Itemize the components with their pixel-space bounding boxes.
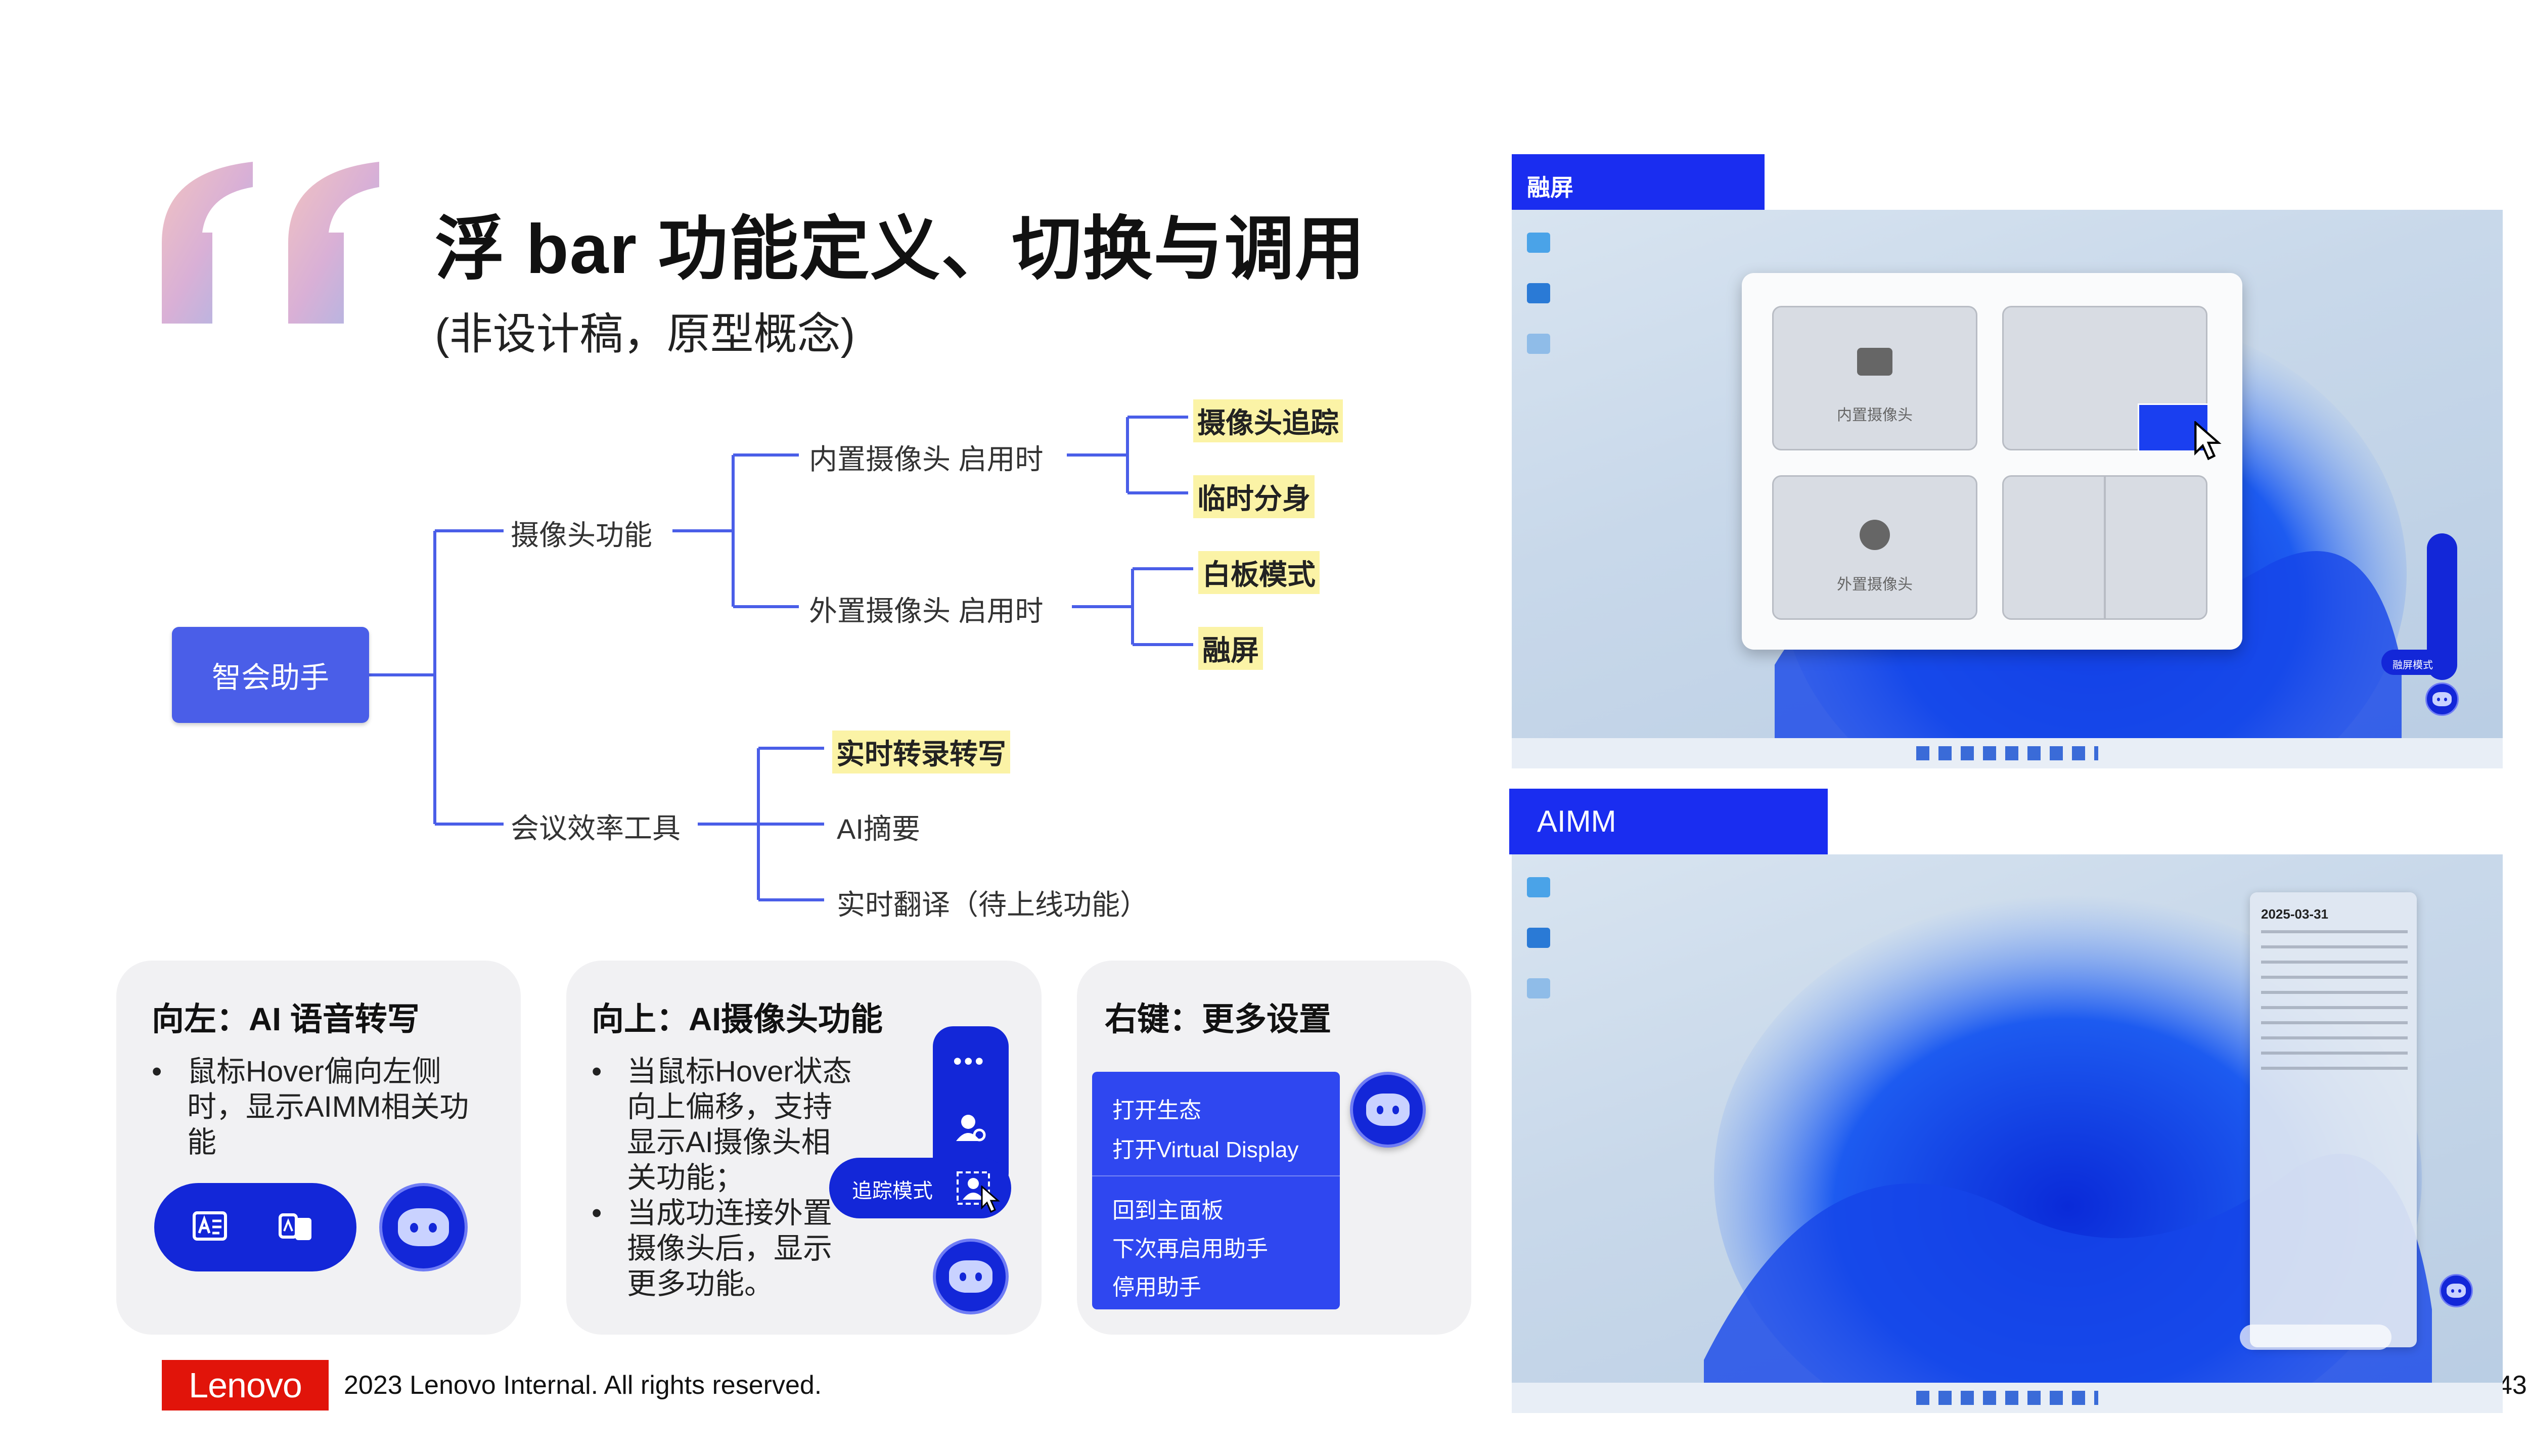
card-left-bullet: 鼠标Hover偏向左侧时，显示AIMM相关功能: [152, 1054, 495, 1160]
transcript-notes-panel: 2025-03-31: [2250, 892, 2417, 1347]
assistant-bot-button-right[interactable]: [1350, 1072, 1426, 1148]
card-swipe-up: 向上：AI摄像头功能 当鼠标Hover状态向上偏移，支持显示AI摄像头相关功能；…: [566, 961, 1042, 1335]
card-up-bullet-2: 当成功连接外置摄像头后，显示更多功能。: [592, 1196, 854, 1302]
screen-tag-blend: 融屏: [1512, 154, 1765, 210]
desktop-icon[interactable]: [1527, 233, 1550, 253]
card-right-title: 右键：更多设置: [1105, 1001, 1331, 1037]
menu-item-disable-assistant[interactable]: 停用助手: [1112, 1275, 1201, 1300]
card-up-bullet-1: 当鼠标Hover状态向上偏移，支持显示AI摄像头相关功能；: [592, 1054, 854, 1196]
tile-internal-camera-label: 内置摄像头: [1837, 407, 1913, 424]
robot-face-icon: [949, 1260, 992, 1293]
screenshot-blend-screen: 内置摄像头 外置摄像头 融屏模式: [1512, 210, 2503, 768]
screen-tag-aimm: AIMM: [1509, 789, 1828, 854]
robot-face-icon: [2447, 1284, 2466, 1298]
tracking-mode-label: 追踪模式: [852, 1180, 933, 1202]
translate-icon[interactable]: [278, 1211, 313, 1244]
blend-mode-chip-label: 融屏模式: [2392, 660, 2433, 671]
notes-toolbar[interactable]: [2240, 1325, 2391, 1350]
menu-item-open-ecosystem[interactable]: 打开生态: [1112, 1098, 1201, 1123]
mindmap-leaf-whiteboard: 白板模式: [1198, 551, 1320, 594]
menu-item-main-panel[interactable]: 回到主面板: [1112, 1198, 1224, 1223]
mindmap-root-node: 智会助手: [172, 627, 369, 723]
mindmap-connectors: [369, 416, 1193, 901]
quote-mark-icon: [162, 162, 379, 324]
tile-external-camera-label: 外置摄像头: [1837, 576, 1913, 593]
screen-tag-aimm-label: AIMM: [1537, 804, 1616, 838]
camera-user-icon[interactable]: [953, 1110, 988, 1145]
context-menu: 打开生态 打开Virtual Display 回到主面板 下次再启用助手 停用助…: [1092, 1072, 1340, 1309]
robot-face-icon: [397, 1208, 449, 1246]
recycle-bin-icon[interactable]: [1527, 978, 1550, 998]
mindmap-leaf-ai-summary: AI摘要: [837, 813, 920, 845]
assistant-bot-button-up[interactable]: [933, 1239, 1009, 1314]
mindmap-leaf-camera-tracking: 摄像头追踪: [1193, 399, 1343, 442]
more-icon[interactable]: •••: [953, 1047, 986, 1075]
mindmap-node-external-camera: 外置摄像头 启用时: [802, 588, 1051, 629]
taskbar: [1512, 1383, 2503, 1413]
mindmap-node-camera: 摄像头功能: [504, 513, 659, 554]
tile-split-layout[interactable]: [2002, 475, 2207, 620]
webcam-icon: [1860, 520, 1890, 550]
tile-external-camera[interactable]: 外置摄像头: [1772, 475, 1977, 620]
text-transcribe-icon[interactable]: [192, 1211, 228, 1244]
robot-face-icon: [2432, 692, 2452, 706]
tracking-mode-chip[interactable]: 追踪模式: [829, 1158, 1011, 1218]
screen-tag-blend-label: 融屏: [1527, 174, 1573, 201]
recycle-bin-icon[interactable]: [1527, 334, 1550, 354]
mindmap-leaf-translation: 实时翻译（待上线功能）: [837, 889, 1148, 921]
tile-internal-camera[interactable]: 内置摄像头: [1772, 306, 1977, 450]
taskbar-app-icons[interactable]: [1916, 1391, 2098, 1405]
taskbar: [1512, 738, 2503, 768]
page-title: 浮 bar 功能定义、切换与调用: [435, 210, 1366, 288]
mindmap: 智会助手 摄像头功能 内置摄像头 启用时 外置摄像头 启用时 摄像头追踪 临时分…: [167, 394, 1431, 940]
assistant-bot-button[interactable]: [379, 1183, 468, 1271]
voice-float-bar[interactable]: [154, 1183, 356, 1271]
copyright-text: 2023 Lenovo Internal. All rights reserve…: [344, 1371, 822, 1400]
menu-item-open-virtual-display[interactable]: 打开Virtual Display: [1112, 1138, 1299, 1162]
desktop-icon[interactable]: [1527, 877, 1550, 897]
blend-layout-panel: 内置摄像头 外置摄像头: [1742, 273, 2242, 650]
assistant-bot-button-bottom-screen[interactable]: [2440, 1274, 2473, 1307]
split-divider: [2104, 477, 2106, 618]
mindmap-leaf-temp-avatar: 临时分身: [1193, 475, 1315, 518]
taskbar-app-icons[interactable]: [1916, 746, 2098, 760]
mindmap-leaf-blend-screen: 融屏: [1198, 627, 1263, 670]
tracking-user-icon[interactable]: [956, 1170, 991, 1206]
cursor-icon: [2194, 421, 2222, 461]
menu-item-enable-next-time[interactable]: 下次再启用助手: [1112, 1237, 1268, 1261]
tile-pip-layout[interactable]: [2002, 306, 2222, 461]
notes-date: 2025-03-31: [2261, 906, 2328, 922]
card-left-title: 向左：AI 语音转写: [152, 1001, 420, 1037]
menu-divider: [1092, 1175, 1340, 1176]
mindmap-node-internal-camera: 内置摄像头 启用时: [802, 437, 1051, 478]
card-up-title: 向上：AI摄像头功能: [592, 1001, 883, 1037]
robot-face-icon: [1366, 1094, 1410, 1126]
mindmap-node-meeting-tools: 会议效率工具: [504, 806, 688, 847]
desktop-icon[interactable]: [1527, 928, 1550, 948]
desktop-icon[interactable]: [1527, 283, 1550, 303]
laptop-camera-icon: [1857, 348, 1892, 376]
card-swipe-left: 向左：AI 语音转写 鼠标Hover偏向左侧时，显示AIMM相关功能: [116, 961, 521, 1335]
page-subtitle: (非设计稿，原型概念): [435, 310, 855, 358]
lenovo-logo: Lenovo: [162, 1360, 329, 1410]
blend-mode-chip[interactable]: 融屏模式: [2381, 650, 2457, 675]
card-up-bullets: 当鼠标Hover状态向上偏移，支持显示AI摄像头相关功能； 当成功连接外置摄像头…: [592, 1054, 854, 1302]
screenshot-aimm: 2025-03-31: [1512, 854, 2503, 1413]
card-left-bullets: 鼠标Hover偏向左侧时，显示AIMM相关功能: [152, 1054, 495, 1160]
assistant-bot-button-top-screen[interactable]: [2425, 682, 2459, 716]
mindmap-leaf-transcription: 实时转录转写: [832, 731, 1010, 774]
transcript-lines: [2261, 930, 2408, 1082]
cursor-icon: [981, 1186, 1000, 1213]
